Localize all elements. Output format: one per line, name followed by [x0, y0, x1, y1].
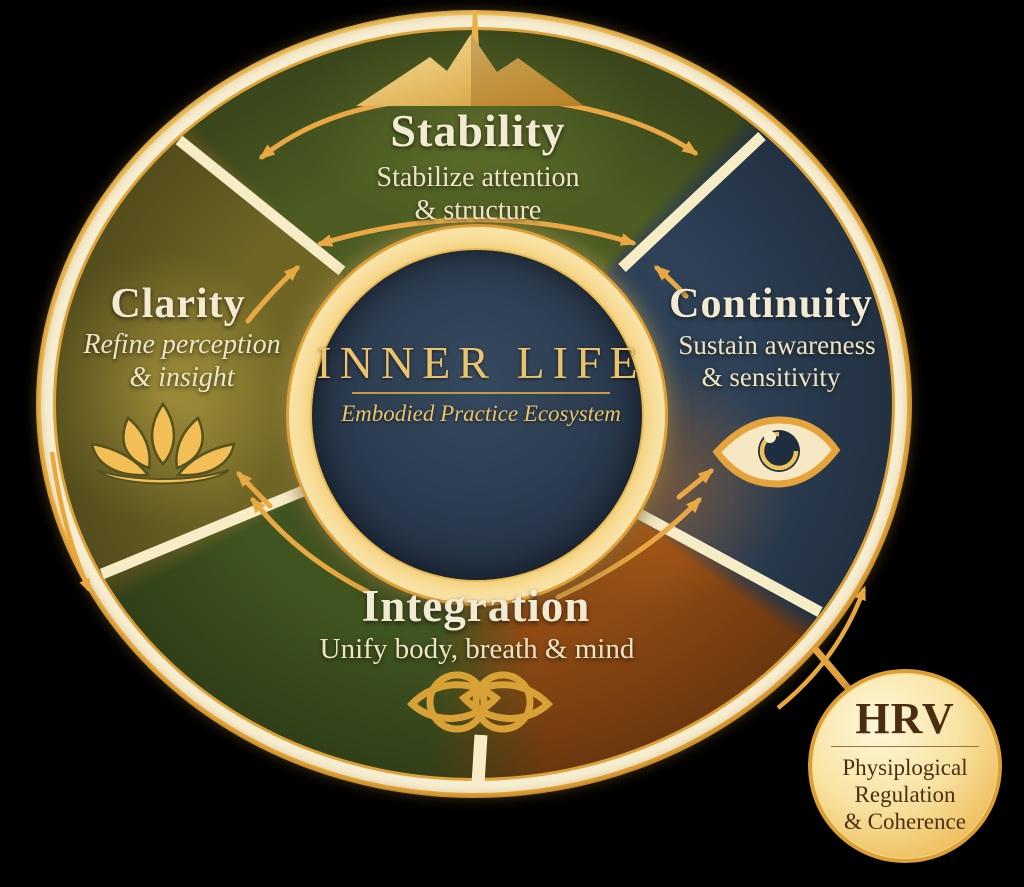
clarity-subtitle-line1: Refine perception — [83, 329, 281, 360]
hrv-badge-divider — [831, 746, 979, 747]
hrv-badge-title: HRV — [855, 694, 955, 743]
center-divider-line — [352, 392, 610, 394]
continuity-title: Continuity — [669, 281, 873, 327]
hrv-badge-line2: Regulation — [854, 782, 956, 807]
center-title: INNER LIFE — [316, 337, 646, 388]
continuity-subtitle-line2: & sensitivity — [701, 362, 841, 392]
hrv-badge-line3: & Coherence — [844, 809, 966, 834]
hrv-connector-line — [812, 646, 852, 692]
stability-subtitle-line1: Stabilize attention — [376, 162, 580, 193]
center-circle-ring — [286, 224, 668, 606]
continuity-subtitle-line1: Sustain awareness — [678, 330, 876, 360]
center-circle — [312, 250, 642, 580]
stability-subtitle-line2: & structure — [414, 195, 542, 226]
hrv-badge-line1: Physiplogical — [842, 755, 968, 780]
integration-title: Integration — [361, 581, 591, 631]
hrv-badge: HRV Physiplogical Regulation & Coherence — [808, 669, 1002, 863]
center-subtitle: Embodied Practice Ecosystem — [341, 401, 621, 426]
clarity-title: Clarity — [110, 281, 246, 327]
stability-title: Stability — [390, 105, 566, 156]
integration-subtitle: Unify body, breath & mind — [319, 633, 635, 665]
clarity-subtitle-line2: & insight — [129, 362, 235, 393]
